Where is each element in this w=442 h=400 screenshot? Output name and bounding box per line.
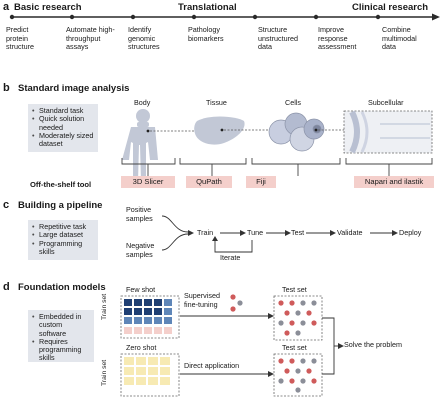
criteria-item: Standard task [32, 106, 94, 115]
scale-label-cells: Cells [285, 98, 301, 107]
test-set-dots-top [278, 300, 317, 336]
tool-qupath: QuPath [186, 176, 232, 188]
liver-tissue-icon [194, 116, 245, 145]
section-b-title: Standard image analysis [18, 83, 130, 94]
test-set-dots-bottom [278, 358, 317, 393]
section-c-letter: c [3, 199, 10, 211]
section-d-letter: d [3, 281, 10, 293]
section-c-title: Building a pipeline [18, 200, 103, 211]
few-shot-label: Few shot [126, 285, 156, 294]
criteria-item: Large dataset [32, 230, 94, 239]
section-d-criteria: Embedded in custom software Requires pro… [28, 310, 94, 362]
test-set-label-bottom: Test set [282, 343, 307, 352]
scale-label-subcellular: Subcellular [368, 98, 404, 107]
research-timeline [9, 13, 440, 21]
step-validate: Validate [337, 228, 363, 237]
scale-label-tissue: Tissue [206, 98, 227, 107]
iterate-label: Iterate [220, 253, 241, 262]
translational-heading: Translational [178, 2, 237, 13]
pipeline-arrows [161, 215, 398, 253]
off-the-shelf-label: Off-the-shelf tool [30, 180, 92, 189]
solve-problem-label: Solve the problem [344, 340, 402, 349]
scale-illustration [121, 109, 433, 182]
tool-fiji: Fiji [246, 176, 276, 188]
test-set-label-top: Test set [282, 285, 307, 294]
criteria-item: Requires programming skills [32, 337, 90, 363]
criteria-item: Embedded in custom software [32, 312, 90, 338]
tool-3d-slicer: 3D Slicer [121, 176, 175, 188]
human-body-icon [122, 109, 158, 182]
clinical-research-heading: Clinical research [352, 2, 429, 13]
cells-icon [268, 112, 325, 152]
criteria-item: Quick solution needed [32, 115, 94, 132]
section-a-letter: a [3, 1, 10, 13]
step-tune: Tune [247, 228, 264, 237]
criteria-item: Repetitive task [32, 222, 94, 231]
step-train: Train [197, 228, 214, 237]
zero-shot-grid [124, 357, 170, 385]
criteria-item: Moderately sized dataset [32, 131, 94, 149]
criteria-item: Programming skills [32, 239, 94, 257]
section-b-criteria: Standard task Quick solution needed Mode… [28, 104, 98, 152]
scale-label-body: Body [134, 98, 151, 107]
few-shot-grid [124, 299, 172, 334]
basic-research-heading: Basic research [14, 2, 82, 13]
tool-napari-ilastik: Napari and ilastik [354, 176, 434, 188]
section-b-letter: b [3, 82, 10, 94]
section-c-criteria: Repetitive task Large dataset Programmin… [28, 220, 98, 260]
step-deploy: Deploy [399, 228, 422, 237]
direct-application-label: Direct application [184, 361, 240, 370]
zero-shot-label: Zero shot [126, 343, 157, 352]
step-test: Test [291, 228, 305, 237]
section-d-title: Foundation models [18, 282, 106, 293]
